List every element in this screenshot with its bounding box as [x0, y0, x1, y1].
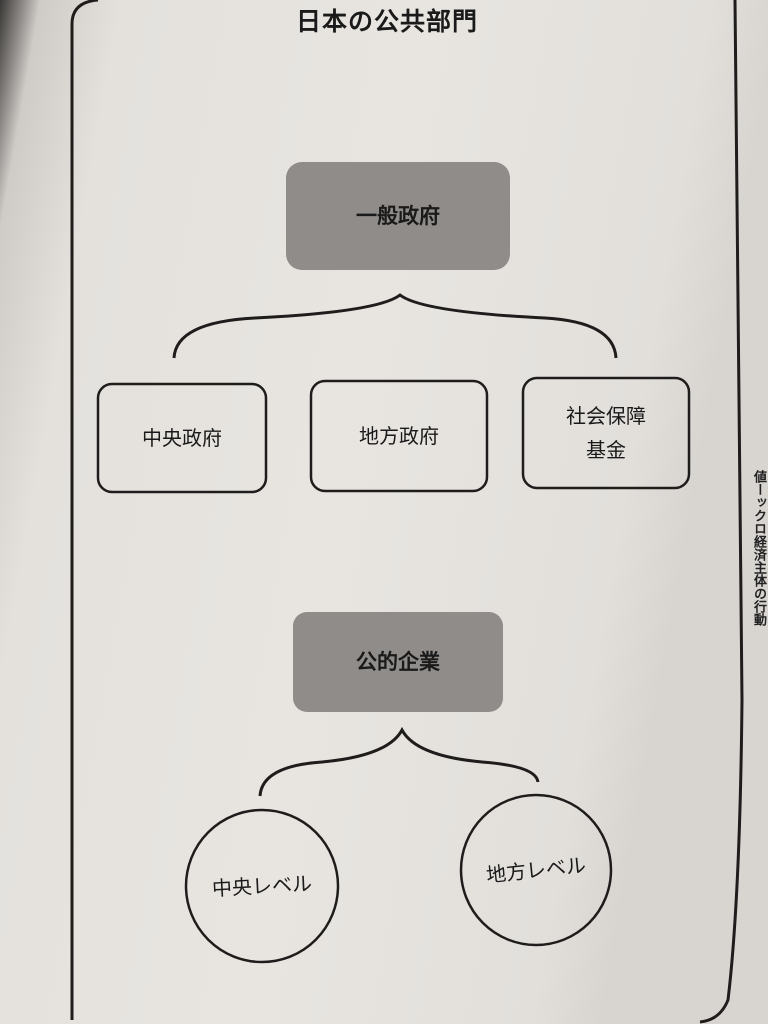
local-government-label: 地方政府	[359, 424, 439, 448]
local-level-label: 地方レベル	[485, 852, 587, 888]
general-government-box	[286, 162, 510, 270]
central-government-box	[96, 382, 268, 494]
public-enterprises-brace	[258, 726, 540, 797]
page-title: 日本の公共部門	[296, 7, 479, 36]
central-level-label: 中央レベル	[211, 871, 313, 901]
local-government-box	[309, 379, 489, 493]
public-enterprises-box	[293, 612, 503, 712]
social-security-fund-label: 社会保障 基金	[566, 404, 646, 462]
local-level-circle	[459, 793, 613, 947]
public-enterprises-label: 公的企業	[356, 650, 440, 674]
central-level-circle	[184, 808, 340, 964]
general-government-label: 一般政府	[356, 204, 440, 228]
social-security-fund-box	[521, 376, 691, 490]
central-government-label: 中央政府	[142, 426, 222, 450]
general-government-brace	[172, 293, 618, 359]
side-margin-text: 値ーックロ経済主体の行動	[751, 470, 766, 626]
